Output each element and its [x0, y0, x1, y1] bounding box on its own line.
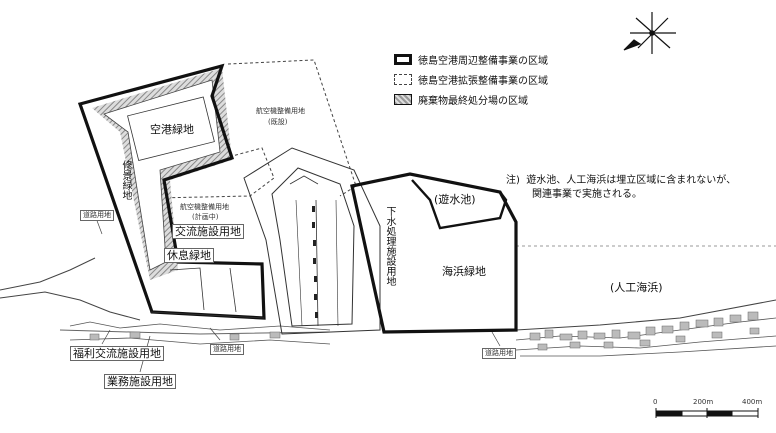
rest-green-label: 休息緑地	[164, 248, 214, 263]
scale-bar	[655, 408, 759, 418]
aircraft-maintenance-label: 航空機整備用地	[256, 107, 305, 115]
road-label: 道路用地	[210, 344, 244, 355]
legend-label: 徳島空港周辺整備事業の区域	[418, 56, 548, 67]
dashed-border-swatch-icon	[394, 74, 412, 85]
road-label: 道路用地	[482, 348, 516, 359]
scale-tick-label: 400m	[742, 398, 763, 406]
note-line2: 関連事業で実施される。	[532, 189, 642, 200]
note-prefix: 注)	[506, 175, 520, 186]
road-label: 道路用地	[80, 210, 114, 221]
aircraft-maintenance-label: 航空機整備用地	[180, 203, 229, 211]
north-arrow-icon	[623, 12, 676, 54]
legend-item-waste: 廃棄物最終処分場の区域	[394, 92, 528, 107]
note-line1: 遊水池、人工海浜は埋立区域に含まれないが、	[526, 175, 737, 186]
solid-border-swatch-icon	[394, 54, 412, 65]
legend-label: 徳島空港拡張整備事業の区域	[418, 76, 548, 87]
exchange-facility-label: 交流施設用地	[172, 224, 244, 239]
business-facility-label: 業務施設用地	[104, 374, 176, 389]
leader-lines	[95, 217, 501, 373]
coastline	[0, 245, 776, 335]
airport-green-label: 空港緑地	[150, 123, 194, 136]
runway	[243, 147, 381, 335]
runway-markings	[312, 206, 318, 318]
welfare-facility-label: 福利交流施設用地	[70, 346, 164, 361]
perimeter-development-east	[350, 172, 518, 334]
detention-pond-label: (遊水池)	[434, 193, 476, 206]
map-note: 注) 遊水池、人工海浜は埋立区域に含まれないが、 関連事業で実施される。	[506, 174, 736, 202]
aircraft-maintenance-sub: (計画中)	[192, 213, 219, 221]
artificial-beach-label: (人工海浜)	[610, 281, 663, 294]
urban-area	[69, 317, 776, 357]
scale-tick-label: 0	[653, 398, 658, 406]
legend-item-perimeter: 徳島空港周辺整備事業の区域	[394, 52, 548, 67]
hatched-swatch-icon	[394, 94, 412, 105]
detention-pond-outline	[411, 179, 508, 230]
airport-green-block	[127, 96, 215, 161]
urban-blocks	[89, 311, 760, 351]
landscape-green-label: 修景緑地	[120, 160, 131, 200]
scale-tick-label: 200m	[693, 398, 714, 406]
parcel-lines	[149, 267, 265, 319]
legend-item-extension: 徳島空港拡張整備事業の区域	[394, 72, 548, 87]
aircraft-maintenance-sub: (既設)	[268, 118, 288, 126]
beach-green-label: 海浜緑地	[442, 265, 486, 278]
sewage-facility-label: 下水処理施設用地	[384, 206, 395, 286]
legend-label: 廃棄物最終処分場の区域	[418, 96, 528, 107]
